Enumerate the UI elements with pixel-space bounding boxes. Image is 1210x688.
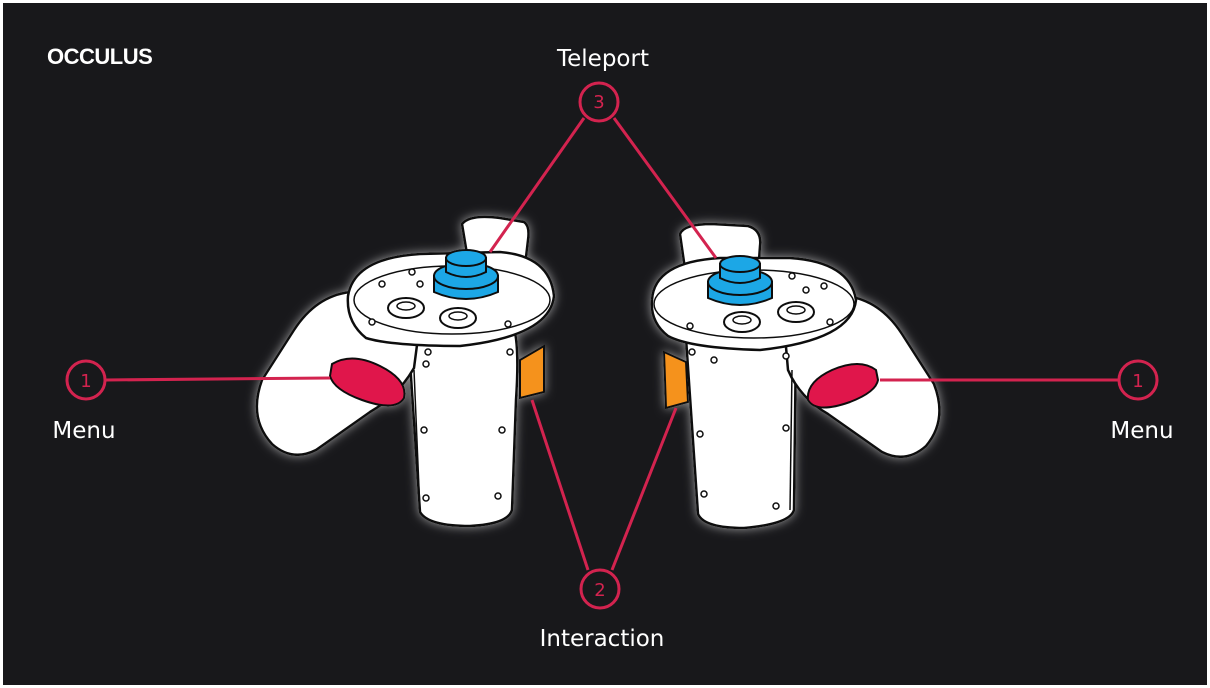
right-menu-button bbox=[806, 363, 880, 409]
menu-left-label: Menu bbox=[52, 418, 115, 444]
left-menu-button bbox=[328, 357, 406, 407]
interaction-label: Interaction bbox=[540, 626, 665, 652]
left-joystick bbox=[433, 249, 499, 300]
left-controller-icon bbox=[255, 215, 556, 528]
menu-right-label: Menu bbox=[1110, 418, 1173, 444]
right-grip-body bbox=[684, 332, 798, 530]
interaction-line-right bbox=[610, 407, 678, 571]
menu-line-left bbox=[105, 376, 331, 382]
callout-lines bbox=[105, 117, 1118, 571]
page-title: OCCULUS bbox=[47, 44, 152, 69]
callout-menu-right: 1 Menu bbox=[1110, 359, 1174, 444]
teleport-line-left bbox=[488, 117, 586, 253]
teleport-label: Teleport bbox=[556, 46, 649, 72]
right-controller-icon bbox=[650, 222, 941, 530]
teleport-line-right bbox=[612, 117, 718, 259]
callout-teleport: 3 Teleport bbox=[556, 46, 649, 123]
callout-menu-left: 1 Menu bbox=[52, 359, 116, 444]
left-face-plate bbox=[346, 250, 556, 348]
right-joystick bbox=[707, 255, 773, 306]
left-grip-body bbox=[406, 320, 519, 528]
callout-interaction: 2 Interaction bbox=[540, 568, 665, 652]
interaction-number: 2 bbox=[594, 580, 605, 601]
left-grip-trigger bbox=[519, 344, 545, 400]
menu-right-number: 1 bbox=[1132, 371, 1143, 392]
right-grip-trigger bbox=[662, 350, 690, 410]
interaction-line-left bbox=[530, 399, 590, 571]
teleport-number: 3 bbox=[593, 92, 604, 113]
menu-left-number: 1 bbox=[80, 371, 91, 392]
